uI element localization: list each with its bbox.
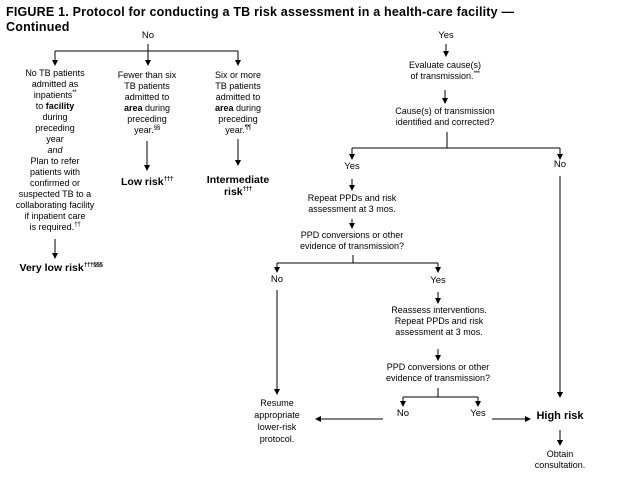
node-no-tb-patients: No TB patients admitted as inpatients** … bbox=[15, 68, 95, 232]
footnote-mark-required: †† bbox=[74, 221, 81, 228]
branch3-label-no: No bbox=[396, 408, 410, 419]
figure-title-line2: Continued bbox=[6, 20, 70, 34]
outcome-very-low-risk: Very low risk†††§§§ bbox=[19, 261, 103, 274]
figure-title: FIGURE 1. Protocol for conducting a TB r… bbox=[6, 5, 630, 35]
footnote-mark-col2-year: §§ bbox=[153, 124, 161, 131]
footnote-mark-inpatients: ** bbox=[72, 89, 77, 96]
node-obtain-consultation: Obtain consultation. bbox=[534, 449, 586, 470]
outcome-intermediate-risk: Intermediate risk††† bbox=[206, 174, 270, 198]
node-cause-identified-question: Cause(s) of transmission identified and … bbox=[395, 106, 495, 127]
node-reassess-interventions: Reassess interventions. Repeat PPDs and … bbox=[391, 305, 487, 337]
branch3-label-yes: Yes bbox=[470, 408, 486, 419]
node-evaluate-causes: Evaluate cause(s) of transmission.*** bbox=[408, 60, 482, 81]
branch2-label-no: No bbox=[270, 274, 284, 285]
node-ppd-conversions-question-2: PPD conversions or other evidence of tra… bbox=[385, 362, 491, 383]
branch-label-yes: Yes bbox=[438, 30, 454, 41]
node-fewer-than-six: Fewer than six TB patients admitted to a… bbox=[117, 70, 177, 135]
node-resume-lower-risk-protocol: Resume appropriate lower-risk protocol. bbox=[254, 398, 300, 444]
figure-title-line1: FIGURE 1. Protocol for conducting a TB r… bbox=[6, 5, 515, 19]
branch2-label-yes: Yes bbox=[430, 275, 446, 286]
branch1-label-yes: Yes bbox=[344, 161, 360, 172]
branch1-label-no: No bbox=[553, 159, 567, 170]
branch-label-no: No bbox=[141, 30, 155, 41]
node-ppd-conversions-question-1: PPD conversions or other evidence of tra… bbox=[299, 230, 405, 251]
footnote-mark-low-risk: ††† bbox=[163, 175, 174, 183]
footnote-mark-col3-year: ¶¶ bbox=[244, 124, 251, 131]
node-repeat-ppd: Repeat PPDs and risk assessment at 3 mos… bbox=[307, 193, 397, 214]
node-six-or-more: Six or more TB patients admitted to area… bbox=[214, 70, 262, 135]
outcome-high-risk: High risk bbox=[536, 410, 584, 422]
footnote-mark-intermediate-risk: ††† bbox=[242, 185, 253, 193]
outcome-low-risk: Low risk††† bbox=[121, 175, 174, 188]
footnote-mark-transmission: *** bbox=[473, 70, 480, 77]
footnote-mark-very-low-risk: †††§§§ bbox=[83, 261, 103, 269]
